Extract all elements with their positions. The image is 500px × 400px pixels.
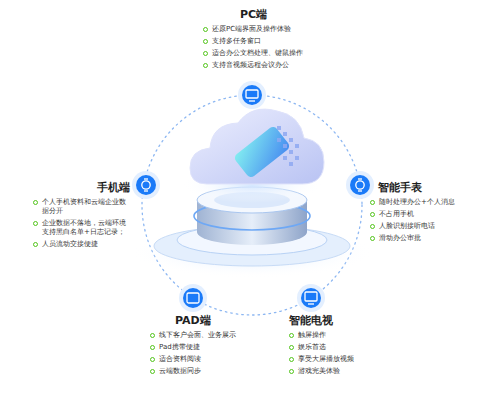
watch-icon: [132, 171, 160, 199]
bullet-dot: [370, 224, 375, 229]
device-panel: PC端还原PC端界面及操作体验支持多任务窗口适合办公文档处理、键鼠操作支持音视频…: [203, 8, 303, 70]
bullet-row: 滑动办公审批: [370, 234, 474, 243]
feature-text: 适合资料阅读: [159, 355, 201, 364]
bullet-dot: [203, 63, 208, 68]
device-panel: 智能手表随时处理办公+个人消息不占用手机人脸识别接听电话滑动办公审批: [370, 181, 474, 243]
bullet-dot: [370, 236, 375, 241]
feature-text: 享受大屏播放视频: [298, 355, 354, 364]
bullet-dot: [150, 333, 155, 338]
bullet-dot: [203, 27, 208, 32]
device-panel: 智能电视触屏操作娱乐首选享受大屏播放视频游戏完美体验: [289, 314, 385, 376]
feature-text: 不占用手机: [379, 210, 414, 219]
bullet-row: 线下客户会面、业务展示: [150, 331, 250, 340]
bullet-row: 随时处理办公+个人消息: [370, 198, 474, 207]
bullet-row: 适合资料阅读: [150, 355, 250, 364]
bullet-row: 人脸识别接听电话: [370, 222, 474, 231]
bullet-dot: [370, 200, 375, 205]
bullet-row: 支持多任务窗口: [203, 37, 303, 46]
bullet-dot: [33, 221, 38, 226]
bullet-dot: [33, 242, 38, 247]
feature-text: 企业数据不落地，云端环境支持黑白名单+日志记录；: [42, 219, 130, 237]
feature-text: 支持多任务窗口: [212, 37, 261, 46]
bullet-row: 还原PC端界面及操作体验: [203, 25, 303, 34]
bullet-row: 不占用手机: [370, 210, 474, 219]
bullet-dot: [203, 51, 208, 56]
feature-text: 游戏完美体验: [298, 367, 340, 376]
bullet-dot: [289, 357, 294, 362]
device-title: 智能手表: [370, 181, 474, 195]
feature-text: 个人手机资料和云端企业数据分开: [42, 198, 130, 216]
device-title: 智能电视: [289, 314, 385, 328]
feature-text: 随时处理办公+个人消息: [379, 198, 455, 207]
bullet-row: 触屏操作: [289, 331, 385, 340]
monitor-icon: [238, 81, 266, 109]
bullet-row: Pad携带便捷: [150, 343, 250, 352]
feature-text: 线下客户会面、业务展示: [159, 331, 236, 340]
feature-text: 适合办公文档处理、键鼠操作: [212, 49, 303, 58]
orbit-circle: [142, 95, 362, 315]
bullet-row: 游戏完美体验: [289, 367, 385, 376]
bullet-dot: [289, 333, 294, 338]
feature-text: 支持音视频远程会议办公: [212, 61, 289, 70]
bullet-row: 适合办公文档处理、键鼠操作: [203, 49, 303, 58]
bullet-row: 娱乐首选: [289, 343, 385, 352]
bullet-dot: [150, 345, 155, 350]
tablet-icon: [179, 284, 207, 312]
device-title: PAD端: [150, 314, 250, 328]
bullet-dot: [33, 200, 38, 205]
feature-text: 云端数据同步: [159, 367, 201, 376]
feature-text: 人员流动交接便捷: [42, 240, 98, 249]
bullet-row: 个人手机资料和云端企业数据分开: [33, 198, 130, 216]
watch-icon: [346, 171, 374, 199]
device-panel: 手机端个人手机资料和云端企业数据分开企业数据不落地，云端环境支持黑白名单+日志记…: [33, 181, 130, 249]
bullet-dot: [289, 369, 294, 374]
bullet-row: 企业数据不落地，云端环境支持黑白名单+日志记录；: [33, 219, 130, 237]
feature-text: 还原PC端界面及操作体验: [212, 25, 291, 34]
feature-text: 人脸识别接听电话: [379, 222, 435, 231]
bullet-row: 云端数据同步: [150, 367, 250, 376]
bullet-row: 人员流动交接便捷: [33, 240, 130, 249]
device-title: 手机端: [33, 181, 130, 195]
feature-text: 触屏操作: [298, 331, 326, 340]
bullet-row: 享受大屏播放视频: [289, 355, 385, 364]
bullet-dot: [370, 212, 375, 217]
device-panel: PAD端线下客户会面、业务展示 Pad携带便捷适合资料阅读云端数据同步: [150, 314, 250, 376]
bullet-row: 支持音视频远程会议办公: [203, 61, 303, 70]
device-title: PC端: [203, 8, 303, 22]
feature-text: 滑动办公审批: [379, 234, 421, 243]
bullet-dot: [150, 357, 155, 362]
feature-text: Pad携带便捷: [159, 343, 200, 352]
bullet-dot: [203, 39, 208, 44]
feature-text: 娱乐首选: [298, 343, 326, 352]
bullet-dot: [289, 345, 294, 350]
bullet-dot: [150, 369, 155, 374]
tv-icon: [297, 284, 325, 312]
